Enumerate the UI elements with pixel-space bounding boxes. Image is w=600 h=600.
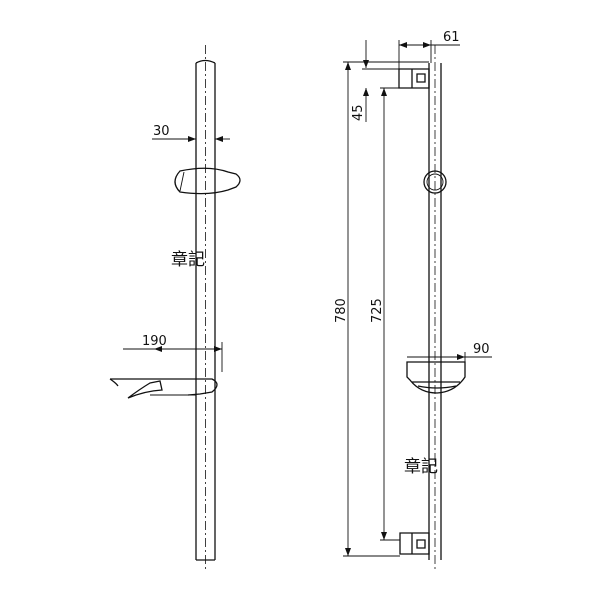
dimension-depth-label: 61 — [443, 30, 460, 45]
dimension-bracket-offset-label: 45 — [351, 104, 366, 121]
bottom-wall-bracket — [399, 532, 430, 555]
dimension-holder-length-label: 190 — [142, 334, 167, 349]
side-rail-tube — [428, 63, 442, 560]
front-soap-dish — [109, 378, 218, 399]
side-soap-dish — [406, 361, 466, 394]
dimension-holder-depth-label: 90 — [473, 342, 490, 357]
dimension-holder-length: 190 — [123, 334, 223, 372]
side-slider-ring — [423, 170, 447, 194]
dimension-bar-width: 30 — [152, 124, 230, 142]
front-brand-mark: 章記 — [171, 250, 205, 270]
dimension-depth: 61 — [398, 30, 460, 69]
dimension-overall-height-label: 780 — [334, 298, 349, 323]
top-wall-bracket — [398, 68, 430, 89]
dimension-bracket-offset: 45 — [351, 40, 399, 122]
front-view: 30 章記 190 — [109, 45, 241, 572]
dimension-overall-height: 780 — [334, 61, 429, 557]
side-brand-mark: 章記 — [404, 457, 438, 477]
front-rail-tube — [195, 59, 216, 561]
dimension-between-brackets-label: 725 — [370, 298, 385, 323]
dimension-bar-width-label: 30 — [153, 124, 170, 139]
front-slider-holder — [174, 167, 241, 195]
dimension-holder-depth: 90 — [407, 342, 492, 362]
side-view: 章記 61 45 780 — [334, 30, 492, 572]
dimension-between-brackets: 725 — [370, 87, 412, 541]
